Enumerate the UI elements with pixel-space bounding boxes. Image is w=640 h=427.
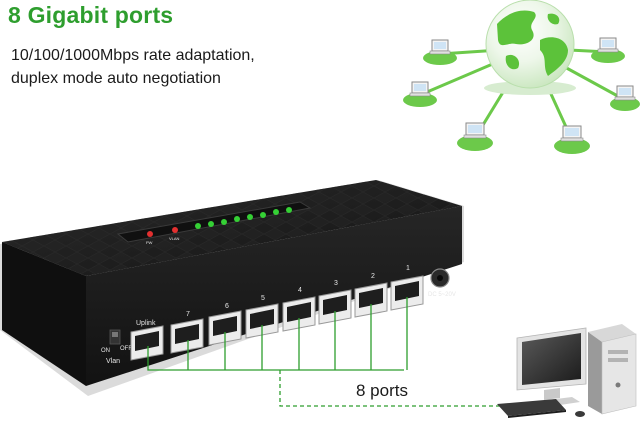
laptop-node-icon <box>457 122 493 151</box>
port-led-icon <box>247 214 253 220</box>
rj45-port-5[interactable] <box>245 303 279 339</box>
laptop-node-icon <box>423 39 457 65</box>
port-number-4: 4 <box>298 287 302 294</box>
vlan-switch-off-label: OFF <box>120 346 132 352</box>
globe-icon <box>484 0 576 95</box>
rj45-port-2[interactable] <box>354 282 388 318</box>
led-label-vlan: VLAN <box>169 236 180 241</box>
port-led-icon <box>260 212 266 218</box>
laptop-node-icon <box>403 81 437 107</box>
vlan-label: Vlan <box>106 358 120 365</box>
rj45-port-7[interactable] <box>170 318 204 354</box>
port-number-2: 2 <box>371 273 375 280</box>
vlan-switch-on-label: ON <box>101 348 110 354</box>
monitor <box>516 327 587 408</box>
mouse <box>575 411 585 417</box>
port-number-3: 3 <box>334 280 338 287</box>
laptop-node-icon <box>554 125 590 154</box>
vlan-toggle-switch[interactable] <box>109 329 121 345</box>
ports-callout: 8 ports <box>356 381 408 400</box>
network-switch: PW VLAN ON OFF Vlan Uplink 7 6 5 4 3 2 1 <box>0 180 464 396</box>
feature-line-2: duplex mode auto negotiation <box>11 70 221 87</box>
port-number-7: 7 <box>186 311 190 318</box>
laptop-node-icon <box>591 37 625 63</box>
port-number-6: 6 <box>225 303 229 310</box>
port-number-1: 1 <box>406 265 410 272</box>
led-label-power: PW <box>146 240 153 245</box>
network-globe-illustration <box>403 0 640 154</box>
feature-line-1: 10/100/1000Mbps rate adaptation, <box>11 47 255 64</box>
headline: 8 Gigabit ports <box>8 2 174 28</box>
port-led-icon <box>273 209 279 215</box>
led-indicator-panel: PW VLAN <box>116 201 312 245</box>
port-led-icon <box>195 223 201 229</box>
rj45-port-1[interactable] <box>390 275 424 311</box>
rj45-port-3[interactable] <box>318 289 352 325</box>
pc-tower <box>588 324 637 415</box>
keyboard <box>497 399 566 418</box>
power-led-icon <box>147 231 153 237</box>
port-leader-lines <box>147 297 500 407</box>
rj45-port-uplink[interactable] <box>130 325 164 361</box>
laptop-node-icon <box>610 85 640 111</box>
uplink-label: Uplink <box>136 320 156 327</box>
port-led-icon <box>286 207 292 213</box>
feature-description: 10/100/1000Mbps rate adaptation, duplex … <box>11 44 255 90</box>
switch-side-panel <box>2 242 86 386</box>
dc-power-jack[interactable] <box>430 268 450 288</box>
vlan-led-icon <box>172 227 178 233</box>
port-led-icon <box>208 221 214 227</box>
port-led-icon <box>234 216 240 222</box>
desktop-computer-icon <box>497 324 637 418</box>
port-led-icon <box>221 219 227 225</box>
port-number-5: 5 <box>261 295 265 302</box>
rj45-port-4[interactable] <box>282 296 316 332</box>
rj45-port-6[interactable] <box>208 310 242 346</box>
power-rating-label: DC 5~20V <box>428 292 456 298</box>
